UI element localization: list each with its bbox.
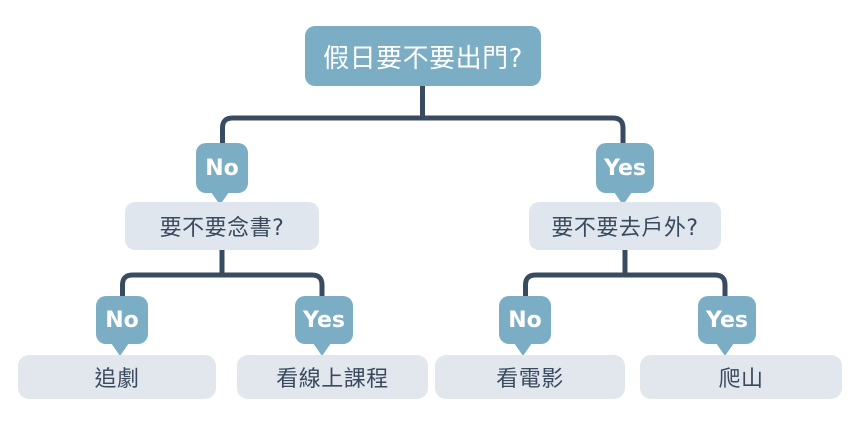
leaf-node-3-label: 看電影: [496, 367, 564, 392]
badge-root-no-body[interactable]: No: [196, 143, 248, 193]
leaf-node-4-label: 爬山: [718, 367, 764, 392]
badge-root-no-tail-icon: [211, 192, 229, 205]
badge-root-yes-label: Yes: [604, 155, 646, 181]
leaf-node-1-label: 追劇: [94, 367, 140, 392]
root-node[interactable]: 假日要不要出門?: [305, 26, 541, 86]
badge-root-no-label: No: [205, 155, 239, 181]
badge-left-yes-tail-icon: [313, 343, 331, 356]
leaf-node-4[interactable]: 爬山: [640, 355, 842, 399]
badge-left-yes-body[interactable]: Yes: [295, 296, 353, 344]
badge-right-no-tail-icon: [514, 343, 532, 356]
leaf-node-3[interactable]: 看電影: [435, 355, 625, 399]
root-node-label: 假日要不要出門?: [323, 43, 523, 74]
edge-root-to-branches: [220, 115, 626, 150]
badge-left-no-body[interactable]: No: [96, 296, 148, 344]
badge-left-no-tail-icon: [111, 343, 129, 356]
badge-root-yes-body[interactable]: Yes: [596, 143, 654, 193]
badge-left-yes-label: Yes: [303, 307, 345, 333]
leaf-node-2-label: 看線上課程: [276, 367, 389, 392]
badge-root-yes-tail-icon: [614, 192, 632, 205]
edge-right-question-to-leaves: [523, 272, 728, 303]
badge-left-no-label: No: [105, 307, 139, 333]
badge-right-yes-body[interactable]: Yes: [698, 296, 756, 344]
leaf-node-1[interactable]: 追劇: [18, 355, 216, 399]
question-node-left-label: 要不要念書?: [159, 216, 285, 241]
badge-right-no-body[interactable]: No: [499, 296, 551, 344]
badge-right-yes-label: Yes: [706, 307, 748, 333]
question-node-left[interactable]: 要不要念書?: [125, 202, 319, 250]
question-node-right-label: 要不要去戶外?: [551, 216, 699, 241]
badge-right-no-label: No: [508, 307, 542, 333]
edge-left-question-to-leaves: [120, 272, 325, 303]
leaf-node-2[interactable]: 看線上課程: [237, 355, 428, 399]
badge-right-yes-tail-icon: [716, 343, 734, 356]
question-node-right[interactable]: 要不要去戶外?: [529, 202, 721, 250]
